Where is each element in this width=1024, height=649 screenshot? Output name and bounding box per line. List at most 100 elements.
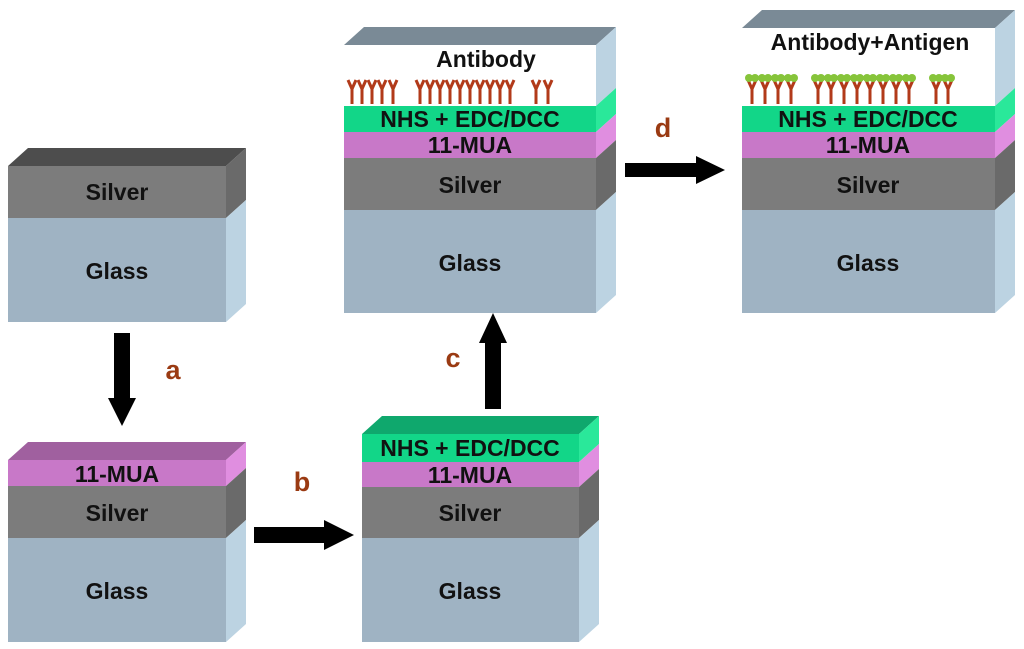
mua-layer [362, 462, 579, 487]
silver-label: Silver [837, 172, 900, 198]
glass-side-face [226, 200, 246, 322]
antibody-molecule [366, 79, 378, 104]
antibody-molecule [474, 79, 486, 104]
mua-side-face [226, 442, 246, 486]
antibody-antigen-molecule [863, 74, 877, 104]
antibody-molecule [356, 79, 368, 104]
nhs-label: NHS + EDC/DCC [380, 435, 560, 461]
silver-label: Silver [439, 500, 502, 526]
antibody-molecule [434, 79, 446, 104]
mua-label: 11-MUA [826, 132, 910, 158]
antibody-molecule [454, 79, 466, 104]
mua-top-face [8, 442, 246, 460]
mua-label: 11-MUA [428, 132, 512, 158]
antibody-antigen-molecule [889, 74, 903, 104]
silver-layer [8, 486, 226, 538]
mua-label: 11-MUA [75, 461, 159, 487]
antibody-antigen-molecule [784, 74, 798, 104]
antibody-antigen-molecule [902, 74, 916, 104]
antibody-title: Antibody [436, 46, 536, 72]
nhs-layer [742, 106, 995, 132]
antibody-antigen-molecule [929, 74, 943, 104]
step-label-c: c [445, 343, 460, 373]
antibody-molecule [484, 79, 496, 104]
antibody-molecule [530, 79, 542, 104]
silver-layer [742, 158, 995, 210]
antibody-molecule [444, 79, 456, 104]
antibody-antigen-molecule [758, 74, 772, 104]
antibody-antigen-molecule [824, 74, 838, 104]
glass-side-face [596, 192, 616, 313]
silver-side-face [226, 148, 246, 218]
glass-side-face [226, 520, 246, 642]
glass-side-face [995, 192, 1015, 313]
silver-layer [362, 487, 579, 538]
step-label-d: d [655, 113, 672, 143]
glass-side-face [579, 520, 599, 642]
antibody-side-face [596, 27, 616, 106]
mua-layer [344, 132, 596, 158]
glass-layer [344, 210, 596, 313]
silver-side-face [579, 469, 599, 538]
nhs-side-face [995, 88, 1015, 132]
glass-layer [8, 538, 226, 642]
silver-side-face [226, 468, 246, 538]
step-label-b: b [294, 467, 311, 497]
arrow-a [108, 333, 136, 426]
antibody-antigen-molecule [811, 74, 825, 104]
antibody-antigen-molecule [941, 74, 955, 104]
glass-label: Glass [439, 250, 502, 276]
mua-side-face [579, 444, 599, 487]
antibody-antigen-molecule [876, 74, 890, 104]
silver-layer [8, 166, 226, 218]
stack-nhs-mua-silver-glass: NHS + EDC/DCC 11-MUA Silver Glass [362, 416, 599, 642]
antibody-molecule [464, 79, 476, 104]
glass-layer [742, 210, 995, 313]
arrow-c [479, 313, 507, 409]
silver-layer [344, 158, 596, 210]
silver-side-face [995, 140, 1015, 210]
nhs-label: NHS + EDC/DCC [380, 106, 560, 132]
stack-antibody-antigen: Antibody+Antigen NHS + EDC/DCC 11-MUA Si… [742, 10, 1015, 313]
antigen-top-face [742, 10, 1015, 28]
stack-silver-glass: Silver Glass [8, 148, 246, 322]
antibody-antigen-molecule [837, 74, 851, 104]
glass-label: Glass [837, 250, 900, 276]
stack-mua-silver-glass: 11-MUA Silver Glass [8, 442, 246, 642]
glass-label: Glass [86, 578, 149, 604]
antibody-antigen-molecule [850, 74, 864, 104]
mua-layer [742, 132, 995, 158]
antibody-top-face [344, 27, 616, 45]
mua-label: 11-MUA [428, 462, 512, 488]
mua-side-face [995, 114, 1015, 158]
antibody-molecule [346, 79, 358, 104]
antibody-molecules [346, 79, 554, 104]
mua-layer [8, 460, 226, 486]
glass-layer [8, 218, 226, 322]
antibody-molecule [504, 79, 516, 104]
nhs-label: NHS + EDC/DCC [778, 106, 958, 132]
antibody-molecule [494, 79, 506, 104]
silver-label: Silver [439, 172, 502, 198]
antibody-molecule [542, 79, 554, 104]
nhs-top-face [362, 416, 599, 434]
antibody-antigen-molecule [771, 74, 785, 104]
arrow-b [254, 520, 354, 550]
antibody-antigen-title: Antibody+Antigen [771, 29, 970, 55]
stack-antibody: Antibody NHS + EDC/DCC 11-MUA Silver Gla… [344, 27, 616, 313]
silver-side-face [596, 140, 616, 210]
mua-side-face [596, 114, 616, 158]
glass-layer [362, 538, 579, 642]
silver-label: Silver [86, 500, 149, 526]
antibody-antigen-molecules [745, 74, 955, 104]
glass-label: Glass [86, 258, 149, 284]
antibody-molecule [376, 79, 388, 104]
nhs-layer [344, 106, 596, 132]
antibody-molecule [414, 79, 426, 104]
silver-top-face [8, 148, 246, 166]
antibody-antigen-molecule [745, 74, 759, 104]
nhs-side-face [579, 416, 599, 462]
silver-label: Silver [86, 179, 149, 205]
step-label-a: a [165, 355, 181, 385]
nhs-side-face [596, 88, 616, 132]
